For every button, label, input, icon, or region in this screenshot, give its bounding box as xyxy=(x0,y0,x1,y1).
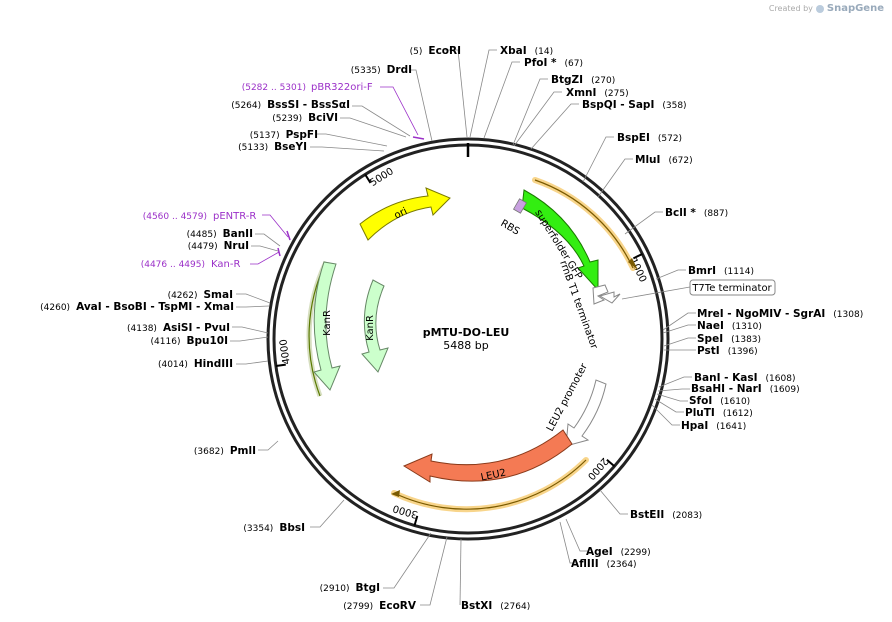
primer-kan-r-pos: (4476 .. 4495) xyxy=(141,260,205,270)
site-avai: (4260)AvaI - BsoBI - TspMI - XmaI xyxy=(40,301,234,313)
site-bstxi: BstXI(2764) xyxy=(461,600,530,612)
site-bspei: BspEI(572) xyxy=(617,132,682,144)
leu2-orf-arrowhead xyxy=(391,490,400,497)
rrnb-arrow xyxy=(592,284,609,305)
site-xbai: XbaI(14) xyxy=(500,45,553,57)
primer-pbr322ori-f-pos: (5282 .. 5301) xyxy=(242,83,306,93)
site-bmri: BmrI(1114) xyxy=(688,265,754,277)
feature-kanr-1: KanR xyxy=(313,261,341,391)
ori-label: ori xyxy=(393,206,410,222)
scale-tick-mark xyxy=(364,173,372,184)
kanr-1-arrow xyxy=(313,261,341,391)
primer-marks xyxy=(250,86,425,265)
site-labels-left: (5)EcoRI (5335)DrdI (5264)BssSI - BssSαI… xyxy=(40,45,461,612)
site-bpu10i: (4116)Bpu10I xyxy=(151,335,228,347)
feature-kanr-2: KanR xyxy=(361,279,389,373)
snapgene-brand-text: SnapGene xyxy=(826,3,884,14)
site-pmli: (3682)PmlI xyxy=(194,445,256,457)
site-btgzi: BtgZI(270) xyxy=(551,74,615,86)
created-by-snapgene: Created by SnapGene xyxy=(769,3,884,14)
kanr-2-arrow xyxy=(361,279,389,373)
site-psti: PstI(1396) xyxy=(697,345,758,357)
site-smai: (4262)SmaI xyxy=(168,289,233,301)
gfp-orf-arrowhead xyxy=(628,258,638,270)
site-banii: (4485)BanII xyxy=(187,228,253,240)
ori-arrow xyxy=(359,187,451,241)
feature-leu2-promoter: LEU2 promoter xyxy=(545,361,607,447)
site-naei: NaeI(1310) xyxy=(697,320,762,332)
site-agei: AgeI(2299) xyxy=(586,546,651,558)
kanr-1-label: KanR xyxy=(322,310,333,336)
leu2-arrow xyxy=(402,429,573,483)
site-pspfi: (5137)PspFI xyxy=(250,129,318,141)
site-bsteii: BstEII(2083) xyxy=(630,509,702,521)
gfp-orf-line xyxy=(534,179,634,269)
kanr-2-label: KanR xyxy=(365,315,376,341)
site-ecorv: (2799)EcoRV xyxy=(343,600,417,612)
t7te-label: T7Te terminator xyxy=(691,283,772,294)
rbs-mark xyxy=(512,198,528,214)
feature-leu2: LEU2 xyxy=(402,429,573,484)
primer-kan-r-label: Kan-R xyxy=(211,259,240,270)
scale-tick-mark xyxy=(413,515,419,526)
site-sfoi: SfoI(1610) xyxy=(689,395,750,407)
plasmid-length: 5488 bp xyxy=(443,339,488,352)
feature-orfs xyxy=(306,177,638,513)
t7te-label-box xyxy=(689,279,776,296)
snapgene-logo-icon xyxy=(815,4,824,13)
primer-pbr322ori-f-label: pBR322ori-F xyxy=(311,82,373,93)
site-bsahi: BsaHI - NarI(1609) xyxy=(691,383,800,395)
scale-tick-label: 3000 xyxy=(392,502,419,520)
site-bspqi: BspQI - SapI(358) xyxy=(582,99,687,111)
leu2-label: LEU2 xyxy=(480,468,507,484)
site-asisi: (4138)AsiSI - PvuI xyxy=(127,322,230,334)
leu2-promoter-arrow xyxy=(565,379,607,447)
site-spei: SpeI(1383) xyxy=(697,333,761,345)
scale-tick-label: 4000 xyxy=(278,338,292,365)
site-bsssi: (5264)BssSI - BssSαI xyxy=(231,99,350,111)
site-pluti: PluTI(1612) xyxy=(685,407,753,419)
scale-tick-mark xyxy=(275,363,286,367)
site-ecori: (5)EcoRI xyxy=(410,45,461,57)
site-pfoi: PfoI *(67) xyxy=(524,57,583,69)
site-drdi: (5335)DrdI xyxy=(351,64,412,76)
feature-t7te-terminator: T7Te terminator xyxy=(598,279,776,304)
site-leaders xyxy=(230,49,696,606)
feature-ori: ori xyxy=(359,187,451,241)
site-bseyi: (5133)BseYI xyxy=(238,141,307,153)
primer-labels: (5282 .. 5301) pBR322ori-F (4560 .. 4579… xyxy=(141,82,373,270)
site-bbsi: (3354)BbsI xyxy=(243,522,305,534)
scale-tick-mark xyxy=(632,253,643,260)
scale-tick-mark xyxy=(606,458,616,468)
site-mrei: MreI - NgoMIV - SgrAI(1308) xyxy=(697,308,863,320)
primer-pentr-r-label: pENTR-R xyxy=(213,211,256,222)
backbone-outer xyxy=(266,137,670,541)
site-afliii: AflIII(2364) xyxy=(571,558,637,570)
t7te-arrow xyxy=(598,291,621,304)
plasmid-name: pMTU-DO-LEU xyxy=(423,326,510,339)
site-xmni: XmnI(275) xyxy=(566,87,629,99)
site-labels-right: BstXI(2764) AflIII(2364) AgeI(2299) BstE… xyxy=(461,45,863,612)
site-bcivi: (5239)BciVI xyxy=(272,112,338,124)
created-by-text: Created by xyxy=(768,4,813,13)
site-hindiii: (4014)HindIII xyxy=(158,358,233,370)
site-hpai: HpaI(1641) xyxy=(681,420,746,432)
site-btgi: (2910)BtgI xyxy=(320,582,380,594)
site-mlui: MluI(672) xyxy=(635,154,693,166)
site-nrui: (4479)NruI xyxy=(188,240,249,252)
site-bani: BanI - KasI(1608) xyxy=(694,372,795,384)
primer-pentr-r-pos: (4560 .. 4579) xyxy=(143,212,207,222)
site-bcli: BclI *(887) xyxy=(665,207,728,219)
rbs-label: RBS xyxy=(499,218,522,238)
leu2-orf-line xyxy=(393,459,587,510)
